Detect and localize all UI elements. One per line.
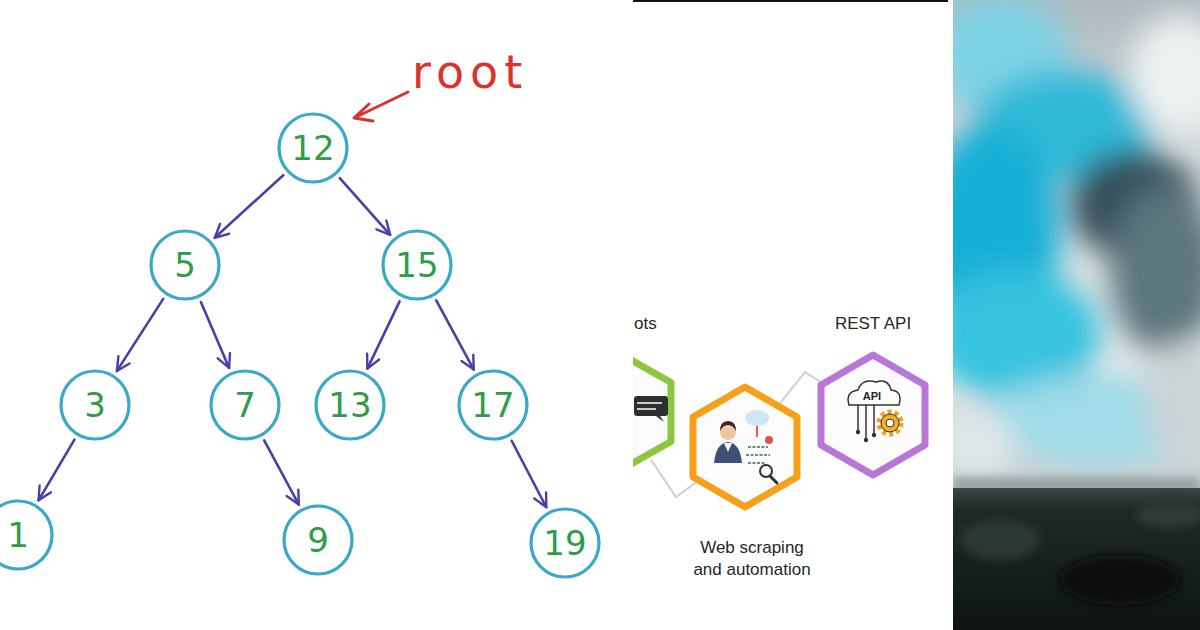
ground-patch (1135, 503, 1200, 527)
smoke-blob (1130, 15, 1200, 135)
node-value: 13 (314, 369, 386, 441)
hexagon-outline (693, 387, 797, 507)
icon-label: API (852, 388, 892, 404)
tree-node: 3 (59, 369, 131, 441)
tree-node: 5 (149, 229, 221, 301)
circuit-dot (856, 430, 860, 434)
node-hexagon (689, 383, 801, 511)
chat-bubble (634, 396, 668, 416)
panel-top-rule (633, 0, 948, 2)
service-hexagon: ots (633, 349, 675, 475)
pointer-arrow (354, 92, 408, 121)
tree-arrow (340, 178, 390, 235)
ground-patch (960, 520, 1040, 560)
tree-node: 13 (314, 369, 386, 441)
tree-arrow (512, 441, 547, 508)
tree-node: 15 (381, 229, 453, 301)
chat-line (637, 408, 656, 410)
tree-arrow (215, 175, 283, 238)
tree-node: 12 (277, 112, 349, 184)
tree-arrow (367, 301, 399, 368)
data-cloud (745, 410, 769, 426)
chat-icon (634, 396, 668, 422)
service-hexagon: Web scraping and automation (689, 383, 801, 511)
gear-hub (886, 419, 894, 427)
node-hexagon (633, 349, 675, 475)
tree-arrow (117, 299, 163, 371)
tree-node: 19 (529, 507, 601, 579)
binary-row (748, 446, 768, 448)
ground-patch (1060, 555, 1180, 605)
smoke-blob (953, 410, 1015, 480)
small-gear (765, 436, 773, 444)
ground-texture (960, 503, 1200, 605)
scraping-icon (714, 410, 777, 483)
services-panel: otsWeb scraping and automationREST APIAP… (633, 0, 950, 630)
chat-line (637, 402, 662, 404)
root-label: root (412, 49, 528, 95)
circuit-line (857, 405, 859, 430)
circuit-dot (864, 438, 868, 442)
pointer-shaft (356, 92, 408, 117)
smoke-cloud (953, 0, 1200, 480)
data-arrow (756, 426, 758, 437)
api-cloud (848, 381, 900, 405)
circuit-line (865, 405, 867, 438)
pointer-head (354, 104, 373, 121)
hexagon-outline (821, 355, 925, 475)
node-value: 1 (0, 499, 54, 571)
node-value: 7 (209, 369, 281, 441)
chat-tail (656, 416, 664, 422)
smoke-blob (1110, 185, 1200, 355)
magnifier-handle (770, 476, 777, 483)
service-title: ots (634, 313, 694, 335)
node-value: 9 (282, 504, 354, 576)
node-value: 3 (59, 369, 131, 441)
service-title: REST API (798, 313, 948, 335)
binary-row (746, 454, 770, 456)
person-head (720, 424, 736, 440)
api-icon (848, 381, 901, 442)
person-shirt (724, 443, 732, 452)
tree-arrow (201, 302, 229, 368)
tree-arrow (39, 440, 75, 501)
person-hair (720, 421, 736, 431)
binary-row (748, 462, 766, 464)
smoke-blob (1145, 340, 1200, 460)
service-hexagon: REST APIAPI (817, 351, 929, 479)
node-value: 17 (457, 369, 529, 441)
tree-arrow (436, 300, 474, 369)
hexagon-outline (633, 353, 671, 471)
gear-teeth (879, 412, 901, 434)
tree-arrow (264, 440, 299, 504)
tree-node: 9 (282, 504, 354, 576)
node-hexagon (817, 351, 929, 479)
smoke-photo (953, 0, 1200, 630)
node-value: 12 (277, 112, 349, 184)
circuit-line (873, 405, 875, 433)
service-title: Web scraping and automation (689, 537, 815, 581)
node-value: 19 (529, 507, 601, 579)
tree-node: 1 (0, 499, 54, 571)
gear-body (881, 414, 899, 432)
node-value: 15 (381, 229, 453, 301)
person-body (714, 442, 742, 463)
tree-node: 17 (457, 369, 529, 441)
tree-panel: 125153713171919 (0, 0, 633, 630)
tree-node: 7 (209, 369, 281, 441)
magnifier-lens (760, 465, 772, 477)
node-value: 5 (149, 229, 221, 301)
circuit-dot (872, 433, 876, 437)
